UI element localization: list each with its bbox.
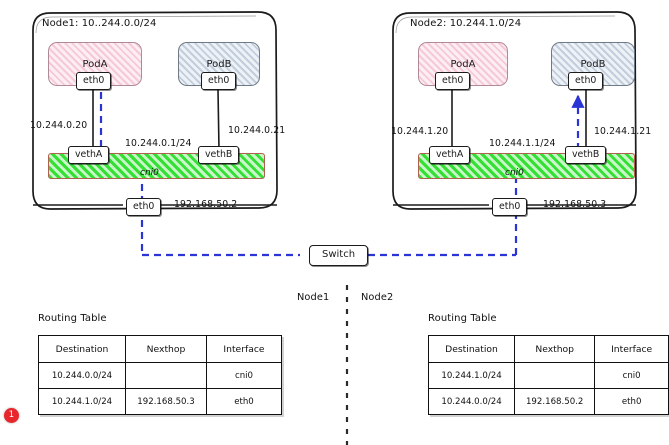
- cell-interface: eth0: [594, 388, 669, 415]
- node1-host-ip: 192.168.50.2: [174, 199, 238, 210]
- node2-host-eth0-chip[interactable]: eth0: [492, 198, 528, 217]
- col-destination: Destination: [38, 335, 126, 363]
- divider-label-node2: Node2: [361, 292, 394, 303]
- cell-interface: cni0: [594, 362, 669, 389]
- cell-nexthop: [514, 362, 596, 389]
- col-nexthop: Nexthop: [125, 335, 207, 363]
- node1-container: [32, 11, 278, 210]
- node2-vethB-chip[interactable]: vethB: [565, 146, 607, 165]
- cell-destination: 10.244.1.0/24: [427, 362, 516, 389]
- cell-destination: 10.244.0.0/24: [427, 388, 516, 415]
- cell-nexthop: 192.168.50.2: [514, 388, 596, 415]
- node2-podB-ip: 10.244.1.21: [594, 126, 652, 137]
- node1-podB-ip: 10.244.0.21: [228, 125, 286, 136]
- node2-podA: PodA: [418, 42, 508, 86]
- node1-cni0-ip: 10.244.0.1/24: [125, 138, 192, 149]
- col-nexthop: Nexthop: [514, 335, 596, 363]
- cell-interface: cni0: [206, 362, 282, 389]
- node2-cni0-label: cni0: [505, 168, 524, 178]
- cell-interface: eth0: [206, 388, 282, 415]
- node2-podA-eth0-chip[interactable]: eth0: [435, 72, 471, 91]
- node1-cni0-label: cni0: [140, 168, 159, 178]
- node2-host-ip: 192.168.50.3: [543, 199, 607, 210]
- cell-nexthop: [125, 362, 207, 389]
- node1-podA-label: PodA: [82, 59, 108, 70]
- step-badge-1: 1: [4, 408, 19, 423]
- node2-cni0-ip: 10.244.1.1/24: [489, 138, 556, 149]
- node1-vethA-chip[interactable]: vethA: [68, 146, 110, 165]
- node2-vethA-chip[interactable]: vethA: [429, 146, 471, 165]
- node1-podA-eth0-chip[interactable]: eth0: [76, 72, 112, 91]
- node2-podB-eth0-chip[interactable]: eth0: [568, 72, 604, 91]
- node1-podB-veth-link: [217, 89, 220, 151]
- table-header-row: Destination Nexthop Interface: [38, 335, 282, 363]
- routing-table-left-title: Routing Table: [38, 313, 107, 324]
- routing-table-right: Destination Nexthop Interface 10.244.1.0…: [427, 335, 669, 415]
- routing-table-right-title: Routing Table: [428, 313, 497, 324]
- col-interface: Interface: [206, 335, 282, 363]
- cell-destination: 10.244.0.0/24: [38, 362, 126, 389]
- divider-label-node1: Node1: [297, 292, 330, 303]
- switch-node[interactable]: Switch: [309, 245, 369, 266]
- node1-podB-eth0-chip[interactable]: eth0: [201, 72, 237, 91]
- table-row: 10.244.1.0/24 cni0: [427, 362, 669, 389]
- routing-table-left: Destination Nexthop Interface 10.244.0.0…: [38, 335, 282, 415]
- table-row: 10.244.1.0/24 192.168.50.3 eth0: [38, 388, 282, 415]
- node1-podB-label: PodB: [206, 59, 232, 70]
- node2-podA-ip: 10.244.1.20: [391, 126, 449, 137]
- node1-host-eth0-chip[interactable]: eth0: [126, 198, 162, 217]
- col-destination: Destination: [427, 335, 516, 363]
- col-interface: Interface: [594, 335, 669, 363]
- node2-title: Node2: 10.244.1.0/24: [410, 18, 522, 29]
- node1-vethB-chip[interactable]: vethB: [198, 146, 240, 165]
- node1-podA-ip: 10.244.0.20: [30, 120, 88, 131]
- table-row: 10.244.0.0/24 192.168.50.2 eth0: [427, 388, 669, 415]
- cell-nexthop: 192.168.50.3: [125, 388, 207, 415]
- node2-podB-label: PodB: [580, 59, 606, 70]
- node2-container: [392, 11, 637, 210]
- table-header-row: Destination Nexthop Interface: [427, 335, 669, 363]
- node1-title: Node1: 10..244.0.0/24: [42, 18, 157, 29]
- node2-podA-label: PodA: [450, 59, 476, 70]
- table-row: 10.244.0.0/24 cni0: [38, 362, 282, 389]
- cell-destination: 10.244.1.0/24: [38, 388, 126, 415]
